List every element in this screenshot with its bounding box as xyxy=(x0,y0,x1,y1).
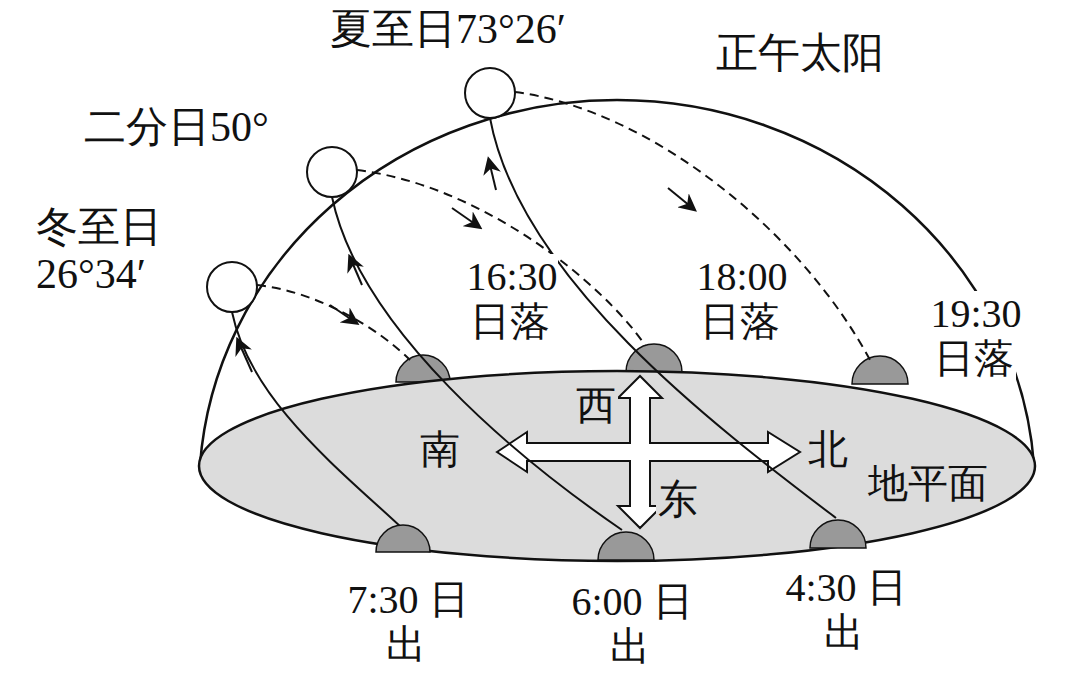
time-label: 19:30 日落 xyxy=(910,292,1040,382)
noon-sun xyxy=(465,68,515,118)
time-label: 16:30 日落 xyxy=(446,255,576,345)
sun-path-afternoon xyxy=(257,285,410,360)
noon-sun xyxy=(207,262,257,312)
time-label: 6:00 日出 xyxy=(566,580,696,670)
sunrise-marker xyxy=(810,520,866,548)
season-label: 夏至日73°26′ xyxy=(330,6,650,53)
compass-arrows xyxy=(497,376,800,528)
direction-label: 南 xyxy=(418,428,468,473)
time-label: 18:00 日落 xyxy=(676,255,806,345)
direction-label: 东 xyxy=(656,478,706,523)
sunrise-marker xyxy=(376,525,430,552)
title-label: 正午太阳 xyxy=(716,30,956,77)
noon-sun xyxy=(307,147,357,197)
sun-path-morning xyxy=(232,312,402,528)
sun-path-morning xyxy=(332,197,622,530)
plane-label: 地平面 xyxy=(866,462,1006,507)
season-label: 冬至日 26°34′ xyxy=(36,204,221,298)
sunrise-marker xyxy=(598,532,654,560)
sunset-marker xyxy=(852,356,908,384)
horizon-plane xyxy=(199,371,1035,561)
sun-path-afternoon xyxy=(515,92,870,360)
sun-path-afternoon xyxy=(357,170,645,345)
direction-label: 北 xyxy=(806,428,856,473)
time-label: 7:30 日出 xyxy=(342,578,472,668)
time-label: 4:30 日出 xyxy=(780,566,910,656)
season-label: 二分日50° xyxy=(84,104,324,151)
direction-label: 西 xyxy=(574,384,624,429)
